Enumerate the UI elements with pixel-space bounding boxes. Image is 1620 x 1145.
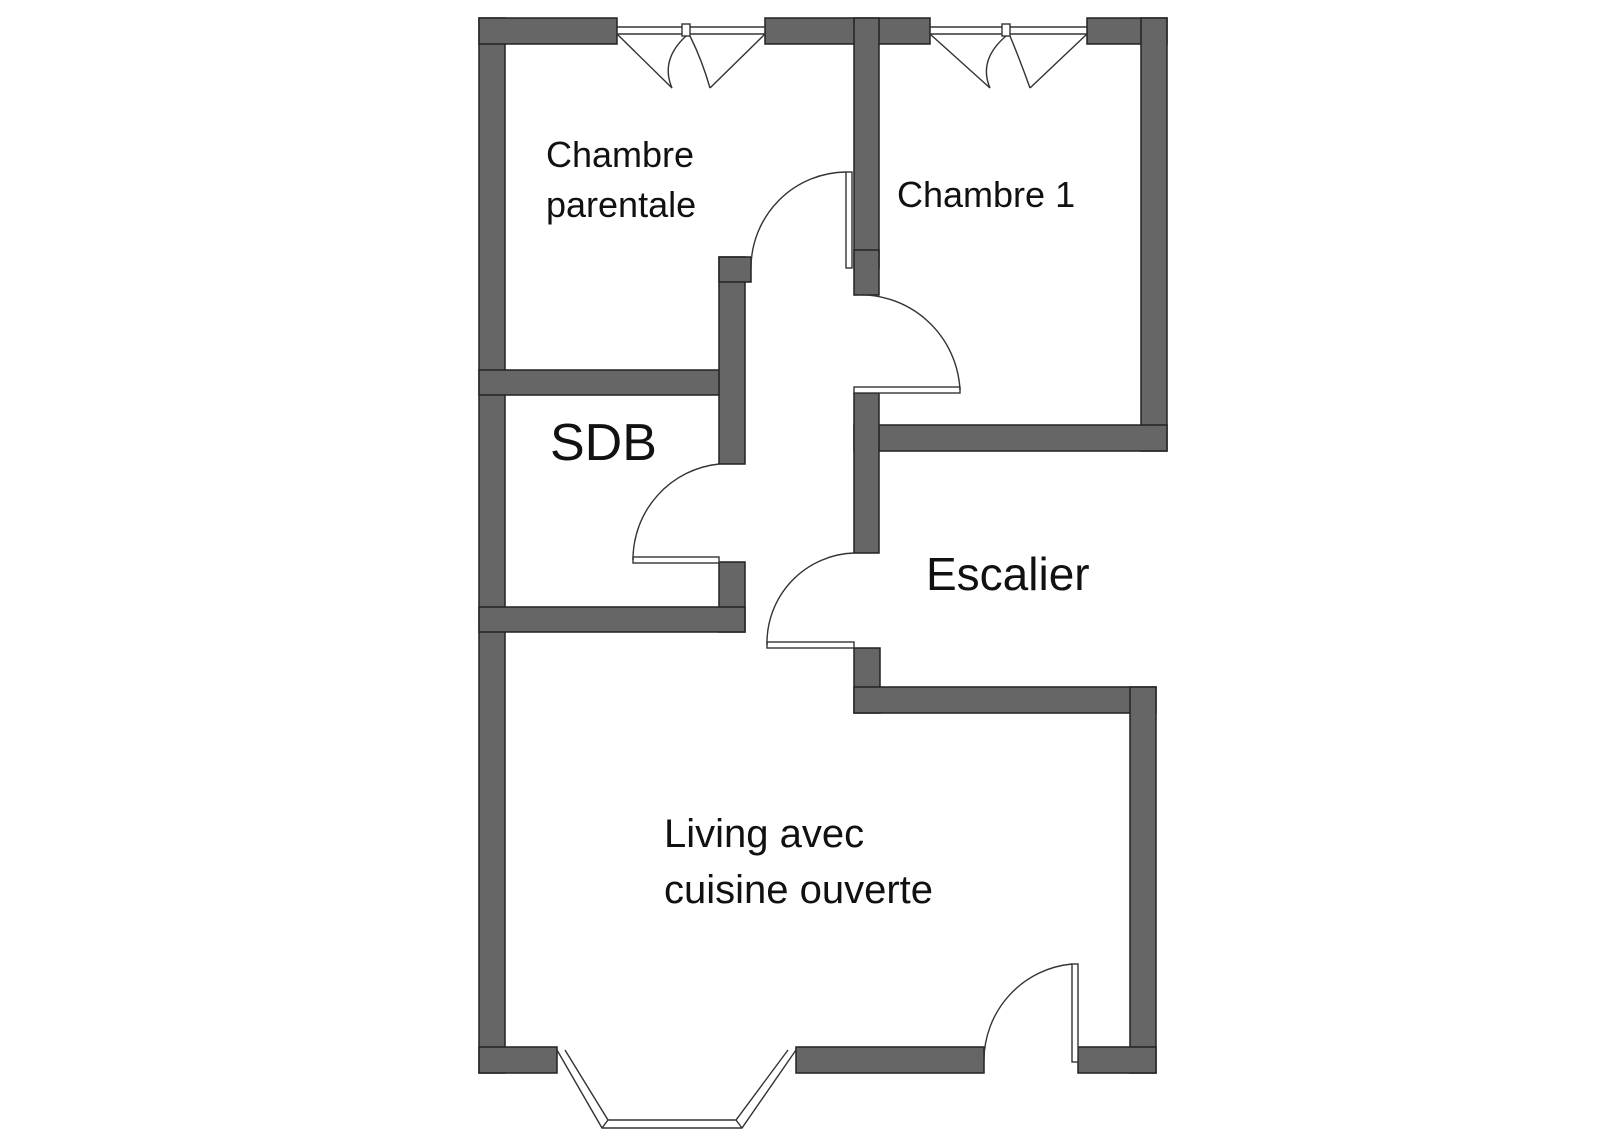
walls xyxy=(478,17,1168,1074)
door-parentale xyxy=(750,171,853,269)
wall-corridor-left-upper xyxy=(718,256,746,465)
door-sdb xyxy=(632,463,720,564)
label-chambre-1: Chambre 1 xyxy=(897,174,1075,215)
wall-bedroom-partition xyxy=(853,17,880,269)
wall-parentale-bottom xyxy=(478,369,742,396)
label-chambre-parentale-line2: parentale xyxy=(546,184,696,225)
window-parentale xyxy=(616,23,766,89)
label-chambre-parentale-line1: Chambre xyxy=(546,134,694,175)
label-sdb: SDB xyxy=(550,414,657,472)
wall-corridor-stub xyxy=(718,256,752,283)
wall-bottom-1 xyxy=(478,1046,558,1074)
wall-right-chambre1 xyxy=(1140,17,1168,452)
wall-bottom-3 xyxy=(1077,1046,1157,1074)
wall-living-right xyxy=(1129,686,1157,1074)
window-chambre1 xyxy=(929,23,1088,89)
wall-escalier-left-upper xyxy=(853,392,880,554)
wall-bottom-chambre1 xyxy=(853,424,1168,452)
wall-bedroom-partition-stub xyxy=(853,249,880,296)
wall-sdb-bottom xyxy=(478,606,746,633)
wall-top-1 xyxy=(478,17,618,45)
bay-window-living xyxy=(556,1049,797,1129)
wall-living-top xyxy=(853,686,1157,714)
wall-left xyxy=(478,17,506,1074)
label-living-line2: cuisine ouverte xyxy=(664,868,933,912)
door-living-entrance xyxy=(983,963,1079,1063)
door-escalier xyxy=(766,552,855,649)
wall-top-2 xyxy=(764,17,931,45)
label-escalier: Escalier xyxy=(926,548,1090,600)
door-chambre1 xyxy=(853,294,961,394)
label-living-line1: Living avec xyxy=(664,812,864,856)
wall-bottom-2 xyxy=(795,1046,985,1074)
